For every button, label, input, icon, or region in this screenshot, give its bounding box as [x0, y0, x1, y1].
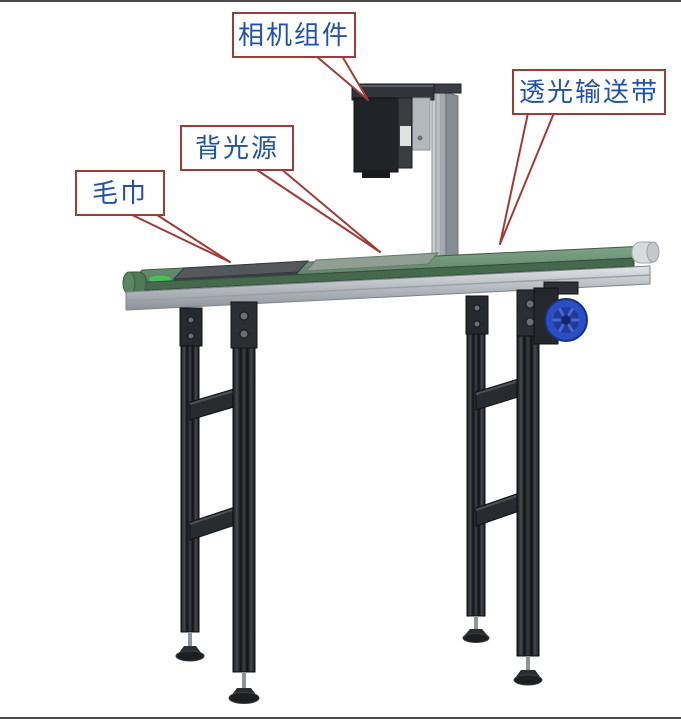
back-left-leg — [180, 319, 200, 633]
back-right-bracket — [465, 295, 489, 335]
conveyor-belt — [122, 241, 660, 311]
camera-body — [353, 97, 399, 173]
page-top-border — [0, 0, 681, 2]
drive-motor — [533, 281, 588, 345]
callout-towel-box — [75, 170, 165, 216]
camera-label-sticker — [400, 126, 411, 146]
right-roller — [631, 241, 660, 264]
front-right-foot — [513, 656, 543, 686]
callout-camera-label: 相机组件 — [238, 21, 350, 51]
back-right-foot — [462, 616, 490, 643]
front-left-leg — [232, 325, 256, 673]
callout-backlight-label: 背光源 — [195, 134, 279, 164]
callout-belt: 透光输送带 — [499, 69, 666, 245]
page-bottom-border — [0, 717, 681, 719]
callout-belt-label: 透光输送带 — [519, 78, 659, 108]
camera-assembly — [351, 83, 435, 178]
callout-camera: 相机组件 — [232, 12, 369, 101]
camera-column — [428, 83, 462, 263]
backlight-panel — [304, 252, 440, 272]
callout-belt-box — [512, 69, 666, 115]
front-left-foot — [228, 672, 260, 704]
callout-camera-box — [232, 12, 356, 58]
callout-backlight-box — [180, 125, 294, 171]
front-left-bracket — [230, 301, 258, 349]
callout-towel-label: 毛巾 — [92, 179, 148, 209]
callout-backlight: 背光源 — [180, 125, 381, 253]
front-right-leg — [516, 313, 540, 657]
back-right-leg — [466, 309, 486, 617]
left-roller — [122, 271, 147, 295]
back-left-foot — [175, 632, 205, 662]
callout-towel: 毛巾 — [75, 170, 231, 263]
back-left-bracket — [179, 307, 203, 347]
